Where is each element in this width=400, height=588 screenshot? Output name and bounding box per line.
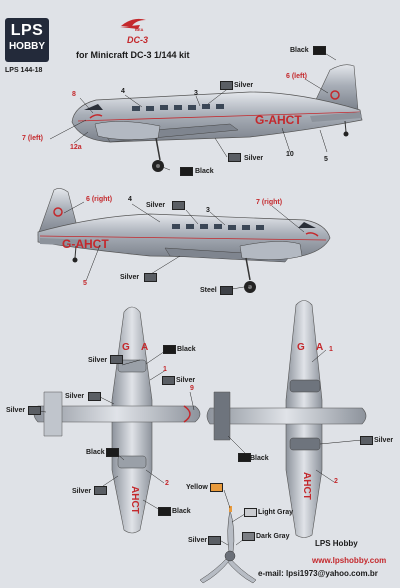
top-label-silver-tailplane: Silver xyxy=(6,407,26,414)
right-registration: G-AHCT xyxy=(62,237,109,251)
svg-text:A: A xyxy=(316,342,323,353)
swatch-silver-tail xyxy=(88,392,101,401)
model-title: DC-3 xyxy=(127,35,149,45)
left-label-8: 8 xyxy=(72,91,76,98)
top-label-silver-wing: Silver xyxy=(88,357,108,364)
swatch-silver-lower xyxy=(94,486,107,495)
prop-label-dark-gray: Dark Gray xyxy=(256,533,290,540)
swatch-silver-mid-left xyxy=(228,153,241,162)
swatch-yellow xyxy=(210,483,223,492)
brand-logo-top: LPS xyxy=(10,22,44,39)
svg-text:BEA: BEA xyxy=(135,27,144,32)
left-label-black-fin: Black xyxy=(290,47,309,54)
left-registration: G-AHCT xyxy=(255,113,302,127)
swatch-silver-bottom-right xyxy=(144,273,157,282)
swatch-black-gear xyxy=(180,167,193,176)
swatch-dark-gray xyxy=(242,532,255,541)
bottom-label-silver-nacelle: Silver xyxy=(374,437,394,444)
svg-text:AHCT: AHCT xyxy=(129,486,140,514)
right-profile-drawing: G-AHCT xyxy=(37,188,331,293)
bottom-view-plane: G A AHCT xyxy=(206,300,367,538)
top-label-silver-tail: Silver xyxy=(65,393,85,400)
swatch-silver-top-right xyxy=(172,201,185,210)
left-windows xyxy=(132,104,224,111)
right-label-3: 3 xyxy=(206,207,210,214)
propeller-drawing xyxy=(199,506,257,584)
svg-text:AHCT: AHCT xyxy=(301,472,312,500)
bottom-label-2: 2 xyxy=(334,478,338,485)
prop-label-silver: Silver xyxy=(188,537,208,544)
top-label-silver-lower: Silver xyxy=(72,488,92,495)
left-label-10: 10 xyxy=(286,151,294,158)
swatch-silver-tailplane xyxy=(28,406,41,415)
prop-label-light-gray: Light Gray xyxy=(258,509,294,516)
swatch-silver-wing2 xyxy=(162,376,175,385)
swatch-silver-wing xyxy=(110,355,123,364)
swatch-light-gray xyxy=(244,508,257,517)
top-view-plane: G A AHCT xyxy=(33,306,201,534)
svg-text:A: A xyxy=(141,342,148,353)
right-label-5: 5 xyxy=(83,280,87,287)
left-label-black-gear: Black xyxy=(195,168,214,175)
right-label-nose-marking: 7 (right) xyxy=(256,199,283,206)
right-label-fin-marking: 6 (right) xyxy=(86,196,113,203)
right-label-4: 4 xyxy=(128,196,132,203)
swatch-silver-top-left xyxy=(220,81,233,90)
swatch-black-lower xyxy=(106,448,119,457)
left-label-nose-marking: 7 (left) xyxy=(22,135,43,142)
right-label-silver-top: Silver xyxy=(146,202,166,209)
bottom-label-1: 1 xyxy=(329,346,333,353)
footer-email: e-mail: lpsi1973@yahoo.com.br xyxy=(258,569,378,578)
left-label-5: 5 xyxy=(324,156,328,163)
swatch-black-tail xyxy=(238,453,251,462)
kit-subtitle: for Minicraft DC-3 1/144 kit xyxy=(76,50,190,60)
right-label-silver-bottom: Silver xyxy=(120,274,140,281)
left-label-silver-mid: Silver xyxy=(244,155,264,162)
left-label-12a: 12a xyxy=(70,144,82,151)
kit-code: LPS 144-18 xyxy=(5,67,43,74)
top-label-1: 1 xyxy=(163,366,167,373)
top-label-black-nacelle: Black xyxy=(177,346,196,353)
left-label-silver-top: Silver xyxy=(234,82,254,89)
swatch-black-nacelle xyxy=(163,345,176,354)
swatch-prop-silver xyxy=(208,536,221,545)
top-label-black-lower: Black xyxy=(86,449,105,456)
top-label-9: 9 xyxy=(190,385,194,392)
swatch-steel-gear xyxy=(220,286,233,295)
left-fin xyxy=(311,64,359,111)
svg-text:G: G xyxy=(122,342,130,353)
swatch-black-fin xyxy=(313,46,326,55)
top-label-2: 2 xyxy=(165,480,169,487)
left-label-3: 3 xyxy=(194,90,198,97)
right-windows xyxy=(172,224,264,230)
swatch-black-tip xyxy=(158,507,171,516)
footer-company: LPS Hobby xyxy=(315,539,358,548)
brand-logo-bottom: HOBBY xyxy=(8,41,46,52)
left-label-fin-marking: 6 (left) xyxy=(286,73,307,80)
airline-emblem-icon: BEA xyxy=(120,18,146,32)
top-label-black-tip: Black xyxy=(172,508,191,515)
bottom-label-black-tail: Black xyxy=(250,455,269,462)
right-fin xyxy=(37,188,79,236)
brand-logo: LPS HOBBY xyxy=(5,18,49,62)
left-label-4: 4 xyxy=(121,88,125,95)
prop-label-yellow: Yellow xyxy=(186,484,208,491)
left-profile-drawing: G-AHCT xyxy=(49,51,363,172)
right-label-steel-gear: Steel xyxy=(200,287,217,294)
svg-text:G: G xyxy=(297,342,305,353)
swatch-silver-nacelle xyxy=(360,436,373,445)
footer-website: www.lpshobby.com xyxy=(312,556,387,565)
top-label-silver-wing2: Silver xyxy=(176,377,196,384)
